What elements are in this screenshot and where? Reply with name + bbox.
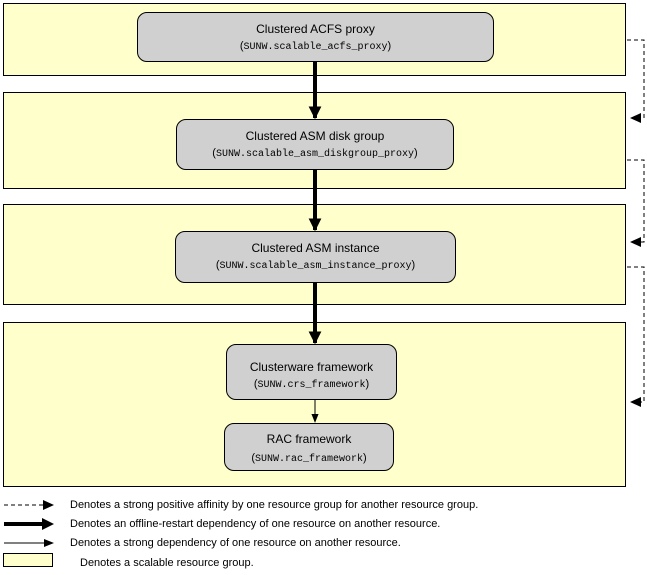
- resource-rac-framework: RAC framework (SUNW.rac_framework): [224, 423, 394, 471]
- resource-type: (SUNW.rac_framework): [251, 452, 367, 465]
- resource-asm-diskgroup: Clustered ASM disk group (SUNW.scalable_…: [176, 119, 454, 170]
- resource-name: Clustered ACFS proxy: [256, 22, 375, 36]
- resource-name: Clusterware framework: [249, 360, 374, 374]
- resource-asm-instance: Clustered ASM instance (SUNW.scalable_as…: [175, 231, 456, 283]
- legend-affinity-label: Denotes a strong positive affinity by on…: [70, 499, 479, 511]
- resource-type: (SUNW.scalable_asm_diskgroup_proxy): [212, 147, 418, 160]
- legend-offline-restart-label: Denotes an offline-restart dependency of…: [70, 518, 441, 530]
- affinity-arrow-instance-to-rac: [627, 266, 645, 403]
- resource-acfs-proxy: Clustered ACFS proxy (SUNW.scalable_acfs…: [137, 12, 494, 62]
- affinity-arrow-acfs-to-diskgroup: [627, 39, 645, 119]
- legend-scalable-group-swatch: [3, 553, 53, 567]
- resource-type: (SUNW.crs_framework): [253, 378, 370, 391]
- resource-name: Clustered ASM disk group: [245, 129, 385, 143]
- resource-name: Clustered ASM instance: [251, 241, 380, 255]
- legend-strong-dependency-label: Denotes a strong dependency of one resou…: [70, 537, 401, 549]
- resource-type: (SUNW.scalable_asm_instance_proxy): [215, 259, 416, 272]
- legend-scalable-group-label: Denotes a scalable resource group.: [80, 557, 254, 569]
- resource-crs-framework: Clusterware framework (SUNW.crs_framewor…: [226, 344, 397, 400]
- resource-type: (SUNW.scalable_acfs_proxy): [239, 40, 392, 53]
- affinity-arrow-diskgroup-to-instance: [627, 159, 645, 243]
- resource-name: RAC framework: [266, 432, 352, 446]
